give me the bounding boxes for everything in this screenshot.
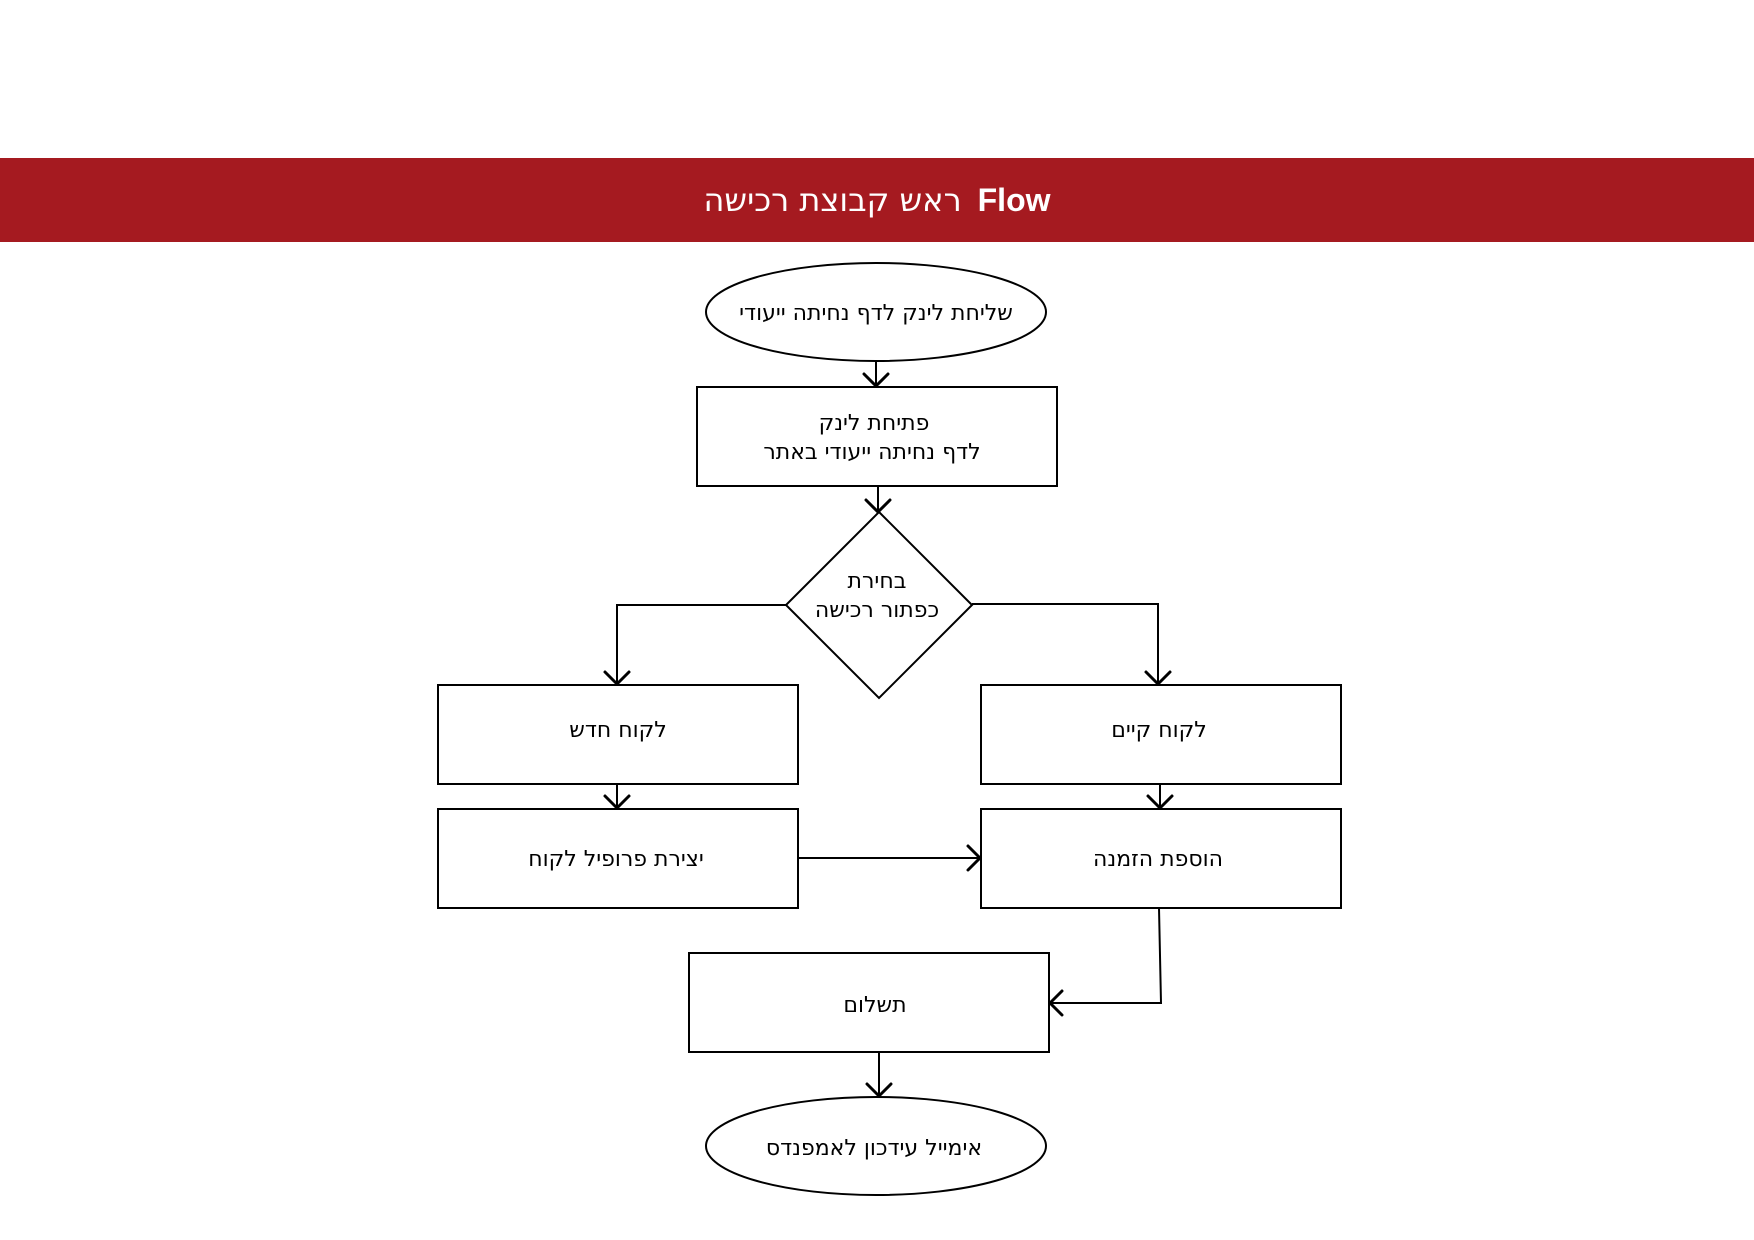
node-create-profile-label: יצירת פרופיל לקוח <box>528 847 704 872</box>
node-existing-customer-shape <box>980 684 1342 785</box>
node-create-profile-shape <box>437 808 799 909</box>
node-new-customer-shape <box>437 684 799 785</box>
node-end: אימייל עידכון לאמפנדס <box>705 1096 1047 1196</box>
node-end-label: אימייל עידכון לאמפנדס <box>766 1136 982 1161</box>
node-payment-shape <box>688 952 1050 1053</box>
node-open-link-label-line1: פתיחת לינק <box>819 411 930 436</box>
node-new-customer: לקוח חדש <box>437 684 799 785</box>
edge-decision-to-existing-customer <box>972 603 1159 684</box>
node-end-shape <box>705 1096 1047 1196</box>
node-payment: תשלום <box>688 952 1050 1053</box>
node-create-profile: יצירת פרופיל לקוח <box>437 808 799 909</box>
title-flow: Flow <box>977 181 1051 218</box>
node-add-order: הוספת הזמנה <box>980 808 1342 909</box>
node-open-link-shape <box>696 386 1058 487</box>
node-start-shape <box>705 262 1047 362</box>
header-bar: ראש קבוצת רכישה Flow <box>0 158 1754 242</box>
node-add-order-shape <box>980 808 1342 909</box>
node-payment-label: תשלום <box>843 993 906 1018</box>
edge-decision-to-new-customer <box>616 604 786 684</box>
node-add-order-label: הוספת הזמנה <box>1093 847 1223 872</box>
edge-add-order-to-payment <box>1050 907 1163 1004</box>
node-decision-shape <box>784 510 974 700</box>
node-decision: בחירת כפתור רכישה <box>784 510 974 700</box>
node-open-link: פתיחת לינק לדף נחיתה ייעודי באתר <box>696 386 1058 487</box>
node-existing-customer: לקוח קיים <box>980 684 1342 785</box>
node-decision-label-line1: בחירת <box>848 569 907 594</box>
node-start-label: שליחת לינק לדף נחיתה ייעודי <box>739 301 1013 326</box>
title-hebrew: ראש קבוצת רכישה <box>703 181 962 219</box>
node-open-link-label-line2: לדף נחיתה ייעודי באתר <box>763 440 980 465</box>
page-title: ראש קבוצת רכישה Flow <box>704 181 1051 219</box>
node-start: שליחת לינק לדף נחיתה ייעודי <box>705 262 1047 362</box>
arrowhead-payment-to-end <box>865 1082 893 1098</box>
node-decision-label-line2: כפתור רכישה <box>815 598 939 623</box>
node-existing-customer-label: לקוח קיים <box>1111 718 1207 743</box>
node-new-customer-label: לקוח חדש <box>569 718 666 743</box>
